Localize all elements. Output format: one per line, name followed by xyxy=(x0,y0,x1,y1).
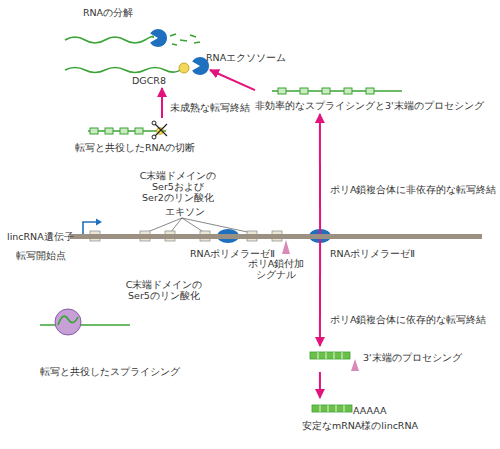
node-text: 安定なmRNA様のlincRNA xyxy=(285,420,435,431)
annotation-label: RNAポリメラーゼⅡ xyxy=(330,248,415,259)
exon-box xyxy=(120,128,128,134)
scissors-symbol xyxy=(152,135,156,139)
rna-bar xyxy=(318,352,342,359)
flow-arrow xyxy=(319,239,321,346)
exon-box xyxy=(366,88,374,94)
scissors-symbol xyxy=(155,124,167,136)
rna-bar xyxy=(320,405,344,412)
annotation-label: エキソン xyxy=(165,206,205,217)
cleaved-rna xyxy=(88,121,167,139)
edge-label: ポリA鎖複合体に依存的な転写終結 xyxy=(330,314,487,325)
flow-arrow xyxy=(161,88,163,118)
stage-node: AAAAA 安定なmRNA様のlincRNA xyxy=(285,398,435,434)
exon-box xyxy=(278,88,286,94)
node-text: 3'末端のプロセシング xyxy=(363,352,462,363)
tss-arrow xyxy=(96,219,102,226)
rna-bar xyxy=(310,352,350,359)
stage-node: RNAエクソソームDGCR8 xyxy=(60,52,210,88)
rna-bar xyxy=(312,405,352,412)
exosome-symbol xyxy=(150,29,167,47)
exon-box xyxy=(300,88,308,94)
node-text: DGCR8 xyxy=(132,75,166,86)
stage-node: 転写と共役したRNAの切断 xyxy=(70,118,200,156)
exon-box xyxy=(344,88,352,94)
rna-strand xyxy=(65,36,153,43)
spliceosome-symbol xyxy=(55,309,81,335)
processed-rna xyxy=(310,352,359,371)
rna-loop xyxy=(58,316,78,325)
annotation-label: ポリA鎖付加 シグナル xyxy=(246,258,306,280)
rna-strand xyxy=(272,90,402,92)
node-text: AAAAA xyxy=(353,405,387,416)
rna-fragments xyxy=(170,34,200,45)
gene-track: lincRNA遺伝子 xyxy=(70,234,482,239)
annotation-label: C末端ドメインの Ser5のリン酸化 xyxy=(118,279,210,301)
stage-node: 非効率的なスプライシングと3'末端のプロセシング xyxy=(255,80,475,114)
rna-strand xyxy=(40,324,130,326)
inefficient-rna xyxy=(272,88,402,94)
rna-strand xyxy=(65,68,183,73)
edge-label: 未成熟な転写終結 xyxy=(170,102,250,113)
node-text: 転写と共役したRNAの切断 xyxy=(70,142,200,153)
stage-node: RNAの分解 xyxy=(60,4,205,48)
exon-box xyxy=(105,128,113,134)
exosome-complex xyxy=(65,57,209,75)
node-text: 非効率的なスプライシングと3'末端のプロセシング xyxy=(255,100,475,111)
stable-rna xyxy=(312,405,352,412)
stage-node: 3'末端のプロセシング xyxy=(305,346,450,372)
exon-box xyxy=(135,128,143,134)
splicing-illustration xyxy=(40,309,130,335)
flow-arrow xyxy=(319,372,321,398)
polya-signal-symbol xyxy=(282,240,290,254)
node-text: 転写と共役したスプライシング xyxy=(40,366,180,377)
degraded-rna xyxy=(65,29,200,47)
stage-node: 転写と共役したスプライシング xyxy=(40,305,180,380)
flow-arrow xyxy=(210,70,255,90)
annotation-label: RNAポリメラーゼⅡ xyxy=(190,248,275,259)
flow-arrow xyxy=(319,114,321,234)
polya-signal-symbol xyxy=(351,359,359,371)
node-text: RNAエクソソーム xyxy=(206,52,286,63)
exon-box xyxy=(90,128,98,134)
leader-line xyxy=(145,218,252,233)
exon-box xyxy=(322,88,330,94)
dgcr8-symbol xyxy=(179,63,189,73)
node-text: lincRNA遺伝子 xyxy=(7,231,74,242)
edge-label: ポリA鎖複合体に非依存的な転写終結 xyxy=(330,184,497,195)
annotation-label: C末端ドメインの Ser5および Ser2のリン酸化 xyxy=(132,170,224,203)
node-text: RNAの分解 xyxy=(60,7,156,18)
annotation-label: 転写開始点 xyxy=(16,250,66,261)
scissors-symbol xyxy=(152,121,156,125)
